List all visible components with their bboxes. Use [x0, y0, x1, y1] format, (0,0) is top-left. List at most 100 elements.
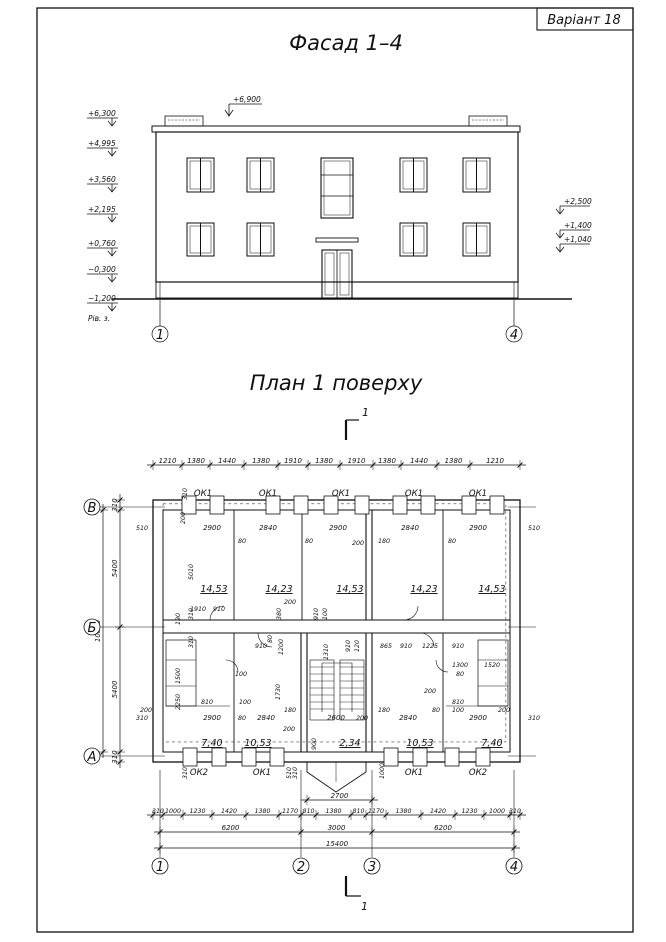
window-label-top-3: ОК1	[332, 489, 350, 499]
interior-dimensions: 510 510 200 5010 80 80 200 180 80 1910 9…	[136, 488, 540, 779]
variant-box	[536, 7, 634, 31]
window-label-top-4: ОК1	[405, 489, 423, 499]
dim-value: 310	[111, 750, 119, 764]
room-width-top-4: 2840	[401, 524, 419, 532]
room-width-bottom-3: 2600	[327, 714, 345, 722]
dim-label: 510	[286, 767, 293, 779]
axis-marker: 3	[363, 770, 381, 875]
dim-label: 80	[238, 538, 246, 545]
dim-label: 910	[255, 643, 267, 650]
room-width-bottom-4: 2840	[399, 714, 417, 722]
dim-value: 1210	[486, 457, 504, 465]
level-mark	[555, 229, 590, 239]
section-mark-bottom	[344, 876, 361, 897]
dim-label: 810	[201, 699, 213, 706]
dim-value: 310	[509, 808, 521, 815]
level-value: +1,040	[564, 235, 592, 244]
dim-value: 1000	[489, 808, 505, 815]
axis-label: 2	[297, 860, 305, 875]
level-mark	[87, 147, 118, 157]
dim-label: 1200	[278, 639, 285, 655]
section-mark-top	[344, 419, 359, 440]
axis-marker: 4	[505, 770, 523, 875]
dim-value: 1000	[165, 808, 181, 815]
dim-label: 865	[380, 643, 392, 650]
dim-label: 1300	[452, 662, 468, 669]
room-area-bottom-3: 2,34	[339, 738, 360, 749]
dim-label: 510	[528, 525, 540, 532]
room-width-top-1: 2900	[203, 524, 221, 532]
room-width-top-3: 2900	[329, 524, 347, 532]
dim-value: 6200	[434, 824, 452, 832]
dim-value: 1380	[325, 808, 341, 815]
facade-axis-1	[151, 300, 169, 343]
dim-label: 1000	[379, 763, 386, 779]
dim-value: 1910	[348, 457, 366, 465]
dim-value: 1380	[378, 457, 396, 465]
facade-levels-left: +6,300+4,995+3,560+2,195+0,760−0,300−1,2…	[87, 109, 118, 312]
axis-label: 3	[368, 860, 376, 875]
dim-value: 1170	[282, 808, 298, 815]
dim-label: 200	[140, 707, 152, 714]
room-area-top-1: 14,53	[200, 584, 227, 595]
axis-marker: 1	[151, 770, 169, 875]
dim-label: 180	[284, 707, 296, 714]
facade-axis-4-label: 4	[510, 328, 518, 343]
dim-value: 1380	[315, 457, 333, 465]
roof-level-mark	[224, 103, 262, 117]
sheet-frame	[36, 7, 634, 933]
dim-label: 1500	[175, 668, 182, 684]
dim-value: 310	[111, 498, 119, 512]
window-label-bottom-3: ОК1	[405, 768, 423, 778]
dim-value: 1380	[395, 808, 411, 815]
level-mark	[87, 302, 118, 312]
dim-value: 1440	[218, 457, 236, 465]
dim-label: 910	[345, 640, 352, 652]
window-label-bottom-4: ОК2	[469, 768, 487, 778]
dim-value: 1380	[252, 457, 270, 465]
dim-label: 5010	[188, 564, 195, 580]
room-width-bottom-1: 2900	[203, 714, 221, 722]
dim-value: 3000	[328, 824, 346, 832]
axis-label: А	[87, 750, 97, 765]
dim-label: 200	[352, 540, 364, 547]
room-area-top-5: 14,53	[478, 584, 505, 595]
dim-label: 80	[238, 715, 246, 722]
axis-marker: 2	[292, 770, 310, 875]
dim-label: 200	[284, 599, 296, 606]
level-value: +0,760	[88, 239, 116, 248]
axis-label: 1	[156, 860, 164, 875]
dim-label: 100	[452, 707, 464, 714]
dim-label: 1310	[323, 644, 330, 660]
room-area-top-3: 14,53	[336, 584, 363, 595]
dim-label: 310	[136, 715, 148, 722]
level-value: −0,300	[88, 265, 116, 274]
dim-value: 1380	[187, 457, 205, 465]
window-label-bottom-1: ОК2	[190, 768, 208, 778]
dim-value: 15400	[326, 840, 349, 848]
axis-label: Б	[88, 621, 97, 636]
dim-value: 1380	[254, 808, 270, 815]
facade-elevation	[112, 115, 572, 300]
roof-level: +6,900	[233, 95, 261, 104]
facade-levels-right: +2,500+1,400+1,040	[555, 197, 592, 253]
dim-value: 1210	[159, 457, 177, 465]
dim-label: 910	[213, 606, 225, 613]
window-label-top-2: ОК1	[259, 489, 277, 499]
plan-window-openings	[181, 495, 505, 767]
level-mark	[87, 117, 118, 127]
room-area-top-4: 14,23	[410, 584, 437, 595]
dim-label: 310	[188, 608, 195, 620]
dim-label: 910	[452, 643, 464, 650]
overall-length-chain: 15400	[154, 840, 520, 853]
dim-value: 1420	[430, 808, 446, 815]
dim-value: 5400	[111, 559, 119, 577]
dim-label: 200	[424, 688, 436, 695]
section-mark-bottom-label: 1	[361, 900, 368, 913]
room-area-bottom-5: 7,40	[481, 738, 502, 749]
room-area-top-2: 14,23	[265, 584, 292, 595]
room-area-bottom-4: 10,53	[406, 738, 433, 749]
level-mark	[555, 243, 590, 253]
